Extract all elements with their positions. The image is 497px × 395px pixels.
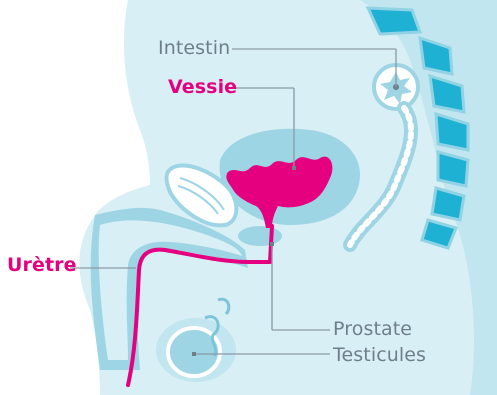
label-testicules: Testicules (333, 346, 426, 365)
label-intestin: Intestin (158, 39, 230, 58)
label-uretre: Urètre (7, 256, 77, 275)
label-vessie: Vessie (168, 78, 237, 97)
label-prostate: Prostate (333, 320, 412, 339)
prostate (238, 226, 282, 246)
